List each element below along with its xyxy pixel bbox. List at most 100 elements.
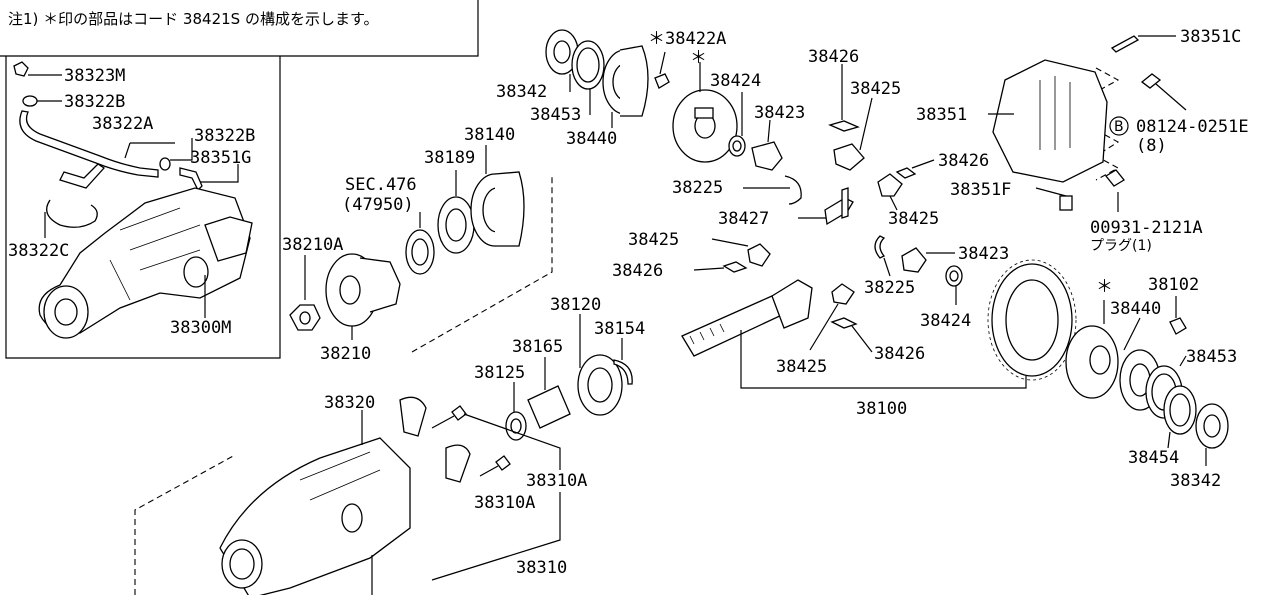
bolt-38102 — [1169, 296, 1187, 335]
ring-38154 — [613, 338, 633, 385]
label-38154: 38154 — [594, 319, 645, 339]
gear-38425-low — [809, 283, 855, 351]
label-38322B: 38322B — [64, 92, 125, 112]
clamp-38322B — [22, 95, 62, 107]
label-38454: 38454 — [1128, 448, 1179, 468]
rear-housing-38320 — [219, 410, 411, 595]
label-38189: 38189 — [424, 148, 475, 168]
label-38440-top: 38440 — [566, 129, 617, 149]
diff-housing-38300M — [38, 187, 253, 339]
label-38440-right: 38440 — [1110, 299, 1161, 319]
hose-38322A — [19, 110, 175, 178]
label-38125: 38125 — [474, 363, 525, 383]
ring-gear — [987, 259, 1077, 381]
clip-38323M — [13, 61, 62, 77]
washer-38424-top — [728, 92, 746, 157]
asterisk-1: ＊ — [690, 48, 707, 68]
ring-38225-mid — [874, 235, 891, 277]
label-38425-top: 38425 — [850, 79, 901, 99]
bolt-38310A-b — [479, 455, 511, 477]
bolt-38310A-a — [431, 405, 561, 470]
label-38425-mid: 38425 — [888, 209, 939, 229]
label-38300M: 38300M — [170, 318, 231, 338]
label-38322A: 38322A — [92, 114, 153, 134]
shim-38453-top — [571, 40, 605, 115]
washer-38424-mid — [945, 265, 963, 305]
label-38423-mid: 38423 — [958, 244, 1009, 264]
washer-38426-left — [693, 261, 748, 273]
label-38351: 38351 — [916, 105, 967, 125]
label-38323M: 38323M — [64, 66, 125, 86]
label-plug: プラグ(1) — [1090, 238, 1152, 254]
asterisk-2: ＊ — [1096, 277, 1113, 297]
bearing-38342-right — [1195, 403, 1229, 466]
label-38165: 38165 — [512, 337, 563, 357]
gear-38425-top — [833, 97, 873, 171]
circle-b-icon — [1109, 116, 1129, 136]
bolt-38422A — [654, 51, 670, 89]
spacer-38189 — [437, 170, 475, 254]
bracket-38322C — [44, 163, 105, 238]
spacer-38165 — [527, 357, 571, 429]
gear-38425-left — [711, 238, 771, 267]
label-38425-low: 38425 — [776, 357, 827, 377]
label-38320: 38320 — [324, 393, 375, 413]
label-38425-left: 38425 — [628, 230, 679, 250]
label-38210: 38210 — [320, 344, 371, 364]
label-38322B-2: 38322B — [194, 126, 255, 146]
label-38423-top: 38423 — [754, 103, 805, 123]
label-38342-right: 38342 — [1170, 471, 1221, 491]
bracket-38310 — [399, 396, 561, 581]
label-38351F: 38351F — [950, 180, 1011, 200]
bearing-38440-top — [602, 45, 649, 128]
diff-case-bottom — [1065, 300, 1119, 399]
label-38310A-a: 38310A — [526, 471, 587, 491]
shaft-38427 — [798, 187, 854, 226]
label-38310: 38310 — [516, 558, 567, 578]
label-38140: 38140 — [464, 125, 515, 145]
label-38424-mid: 38424 — [920, 311, 971, 331]
label-38426-top: 38426 — [808, 47, 859, 67]
flange-38210 — [325, 253, 401, 340]
label-08124-qty: (8) — [1136, 136, 1167, 156]
label-38225-top: 38225 — [672, 178, 723, 198]
label-38453-top: 38453 — [530, 105, 581, 125]
ring-38225-top — [743, 175, 802, 205]
label-38310A-b: 38310A — [474, 493, 535, 513]
label-38427: 38427 — [718, 209, 769, 229]
plug-00931 — [1105, 169, 1125, 212]
label-38225-mid: 38225 — [864, 278, 915, 298]
diff-case-top — [672, 62, 738, 163]
label-08124: 08124-0251E — [1136, 117, 1249, 137]
label-38426-low: 38426 — [874, 344, 925, 364]
rear-cover-38351 — [988, 59, 1108, 183]
label-sec476: SEC.476 — [345, 175, 417, 195]
gear-38425-mid — [877, 173, 903, 211]
label-38351C: 38351C — [1180, 27, 1241, 47]
labels: 38323M 38322B 38322A 38322B 38351G 38322… — [8, 27, 1249, 578]
bolt-08124 — [1140, 73, 1187, 111]
label-38422A: ＊38422A — [648, 29, 726, 49]
washer-38125 — [505, 382, 527, 441]
label-38102: 38102 — [1148, 275, 1199, 295]
drive-pinion — [681, 279, 1027, 389]
label-38120: 38120 — [550, 295, 601, 315]
note-box: 注1) ＊印の部品はコード 38421S の構成を示します。 — [0, 0, 479, 57]
washer-38426-mid — [895, 159, 935, 179]
bearing-38140 — [470, 145, 525, 247]
clamp-38322B-2 — [159, 138, 193, 171]
washer-38426-low — [830, 317, 873, 353]
bearing-38342-top — [545, 29, 579, 92]
note-text: 注1) ＊印の部品はコード 38421S の構成を示します。 — [8, 10, 378, 28]
bolt-38351C — [1110, 35, 1176, 53]
label-38210A: 38210A — [282, 235, 343, 255]
label-sec47950: (47950) — [342, 195, 414, 215]
label-00931: 00931-2121A — [1090, 218, 1203, 238]
washer-38426-top — [828, 64, 860, 132]
label-38426-left: 38426 — [612, 261, 663, 281]
label-38322C: 38322C — [8, 241, 69, 261]
plug-38351F — [1035, 187, 1073, 211]
gear-38423-top — [751, 119, 783, 171]
